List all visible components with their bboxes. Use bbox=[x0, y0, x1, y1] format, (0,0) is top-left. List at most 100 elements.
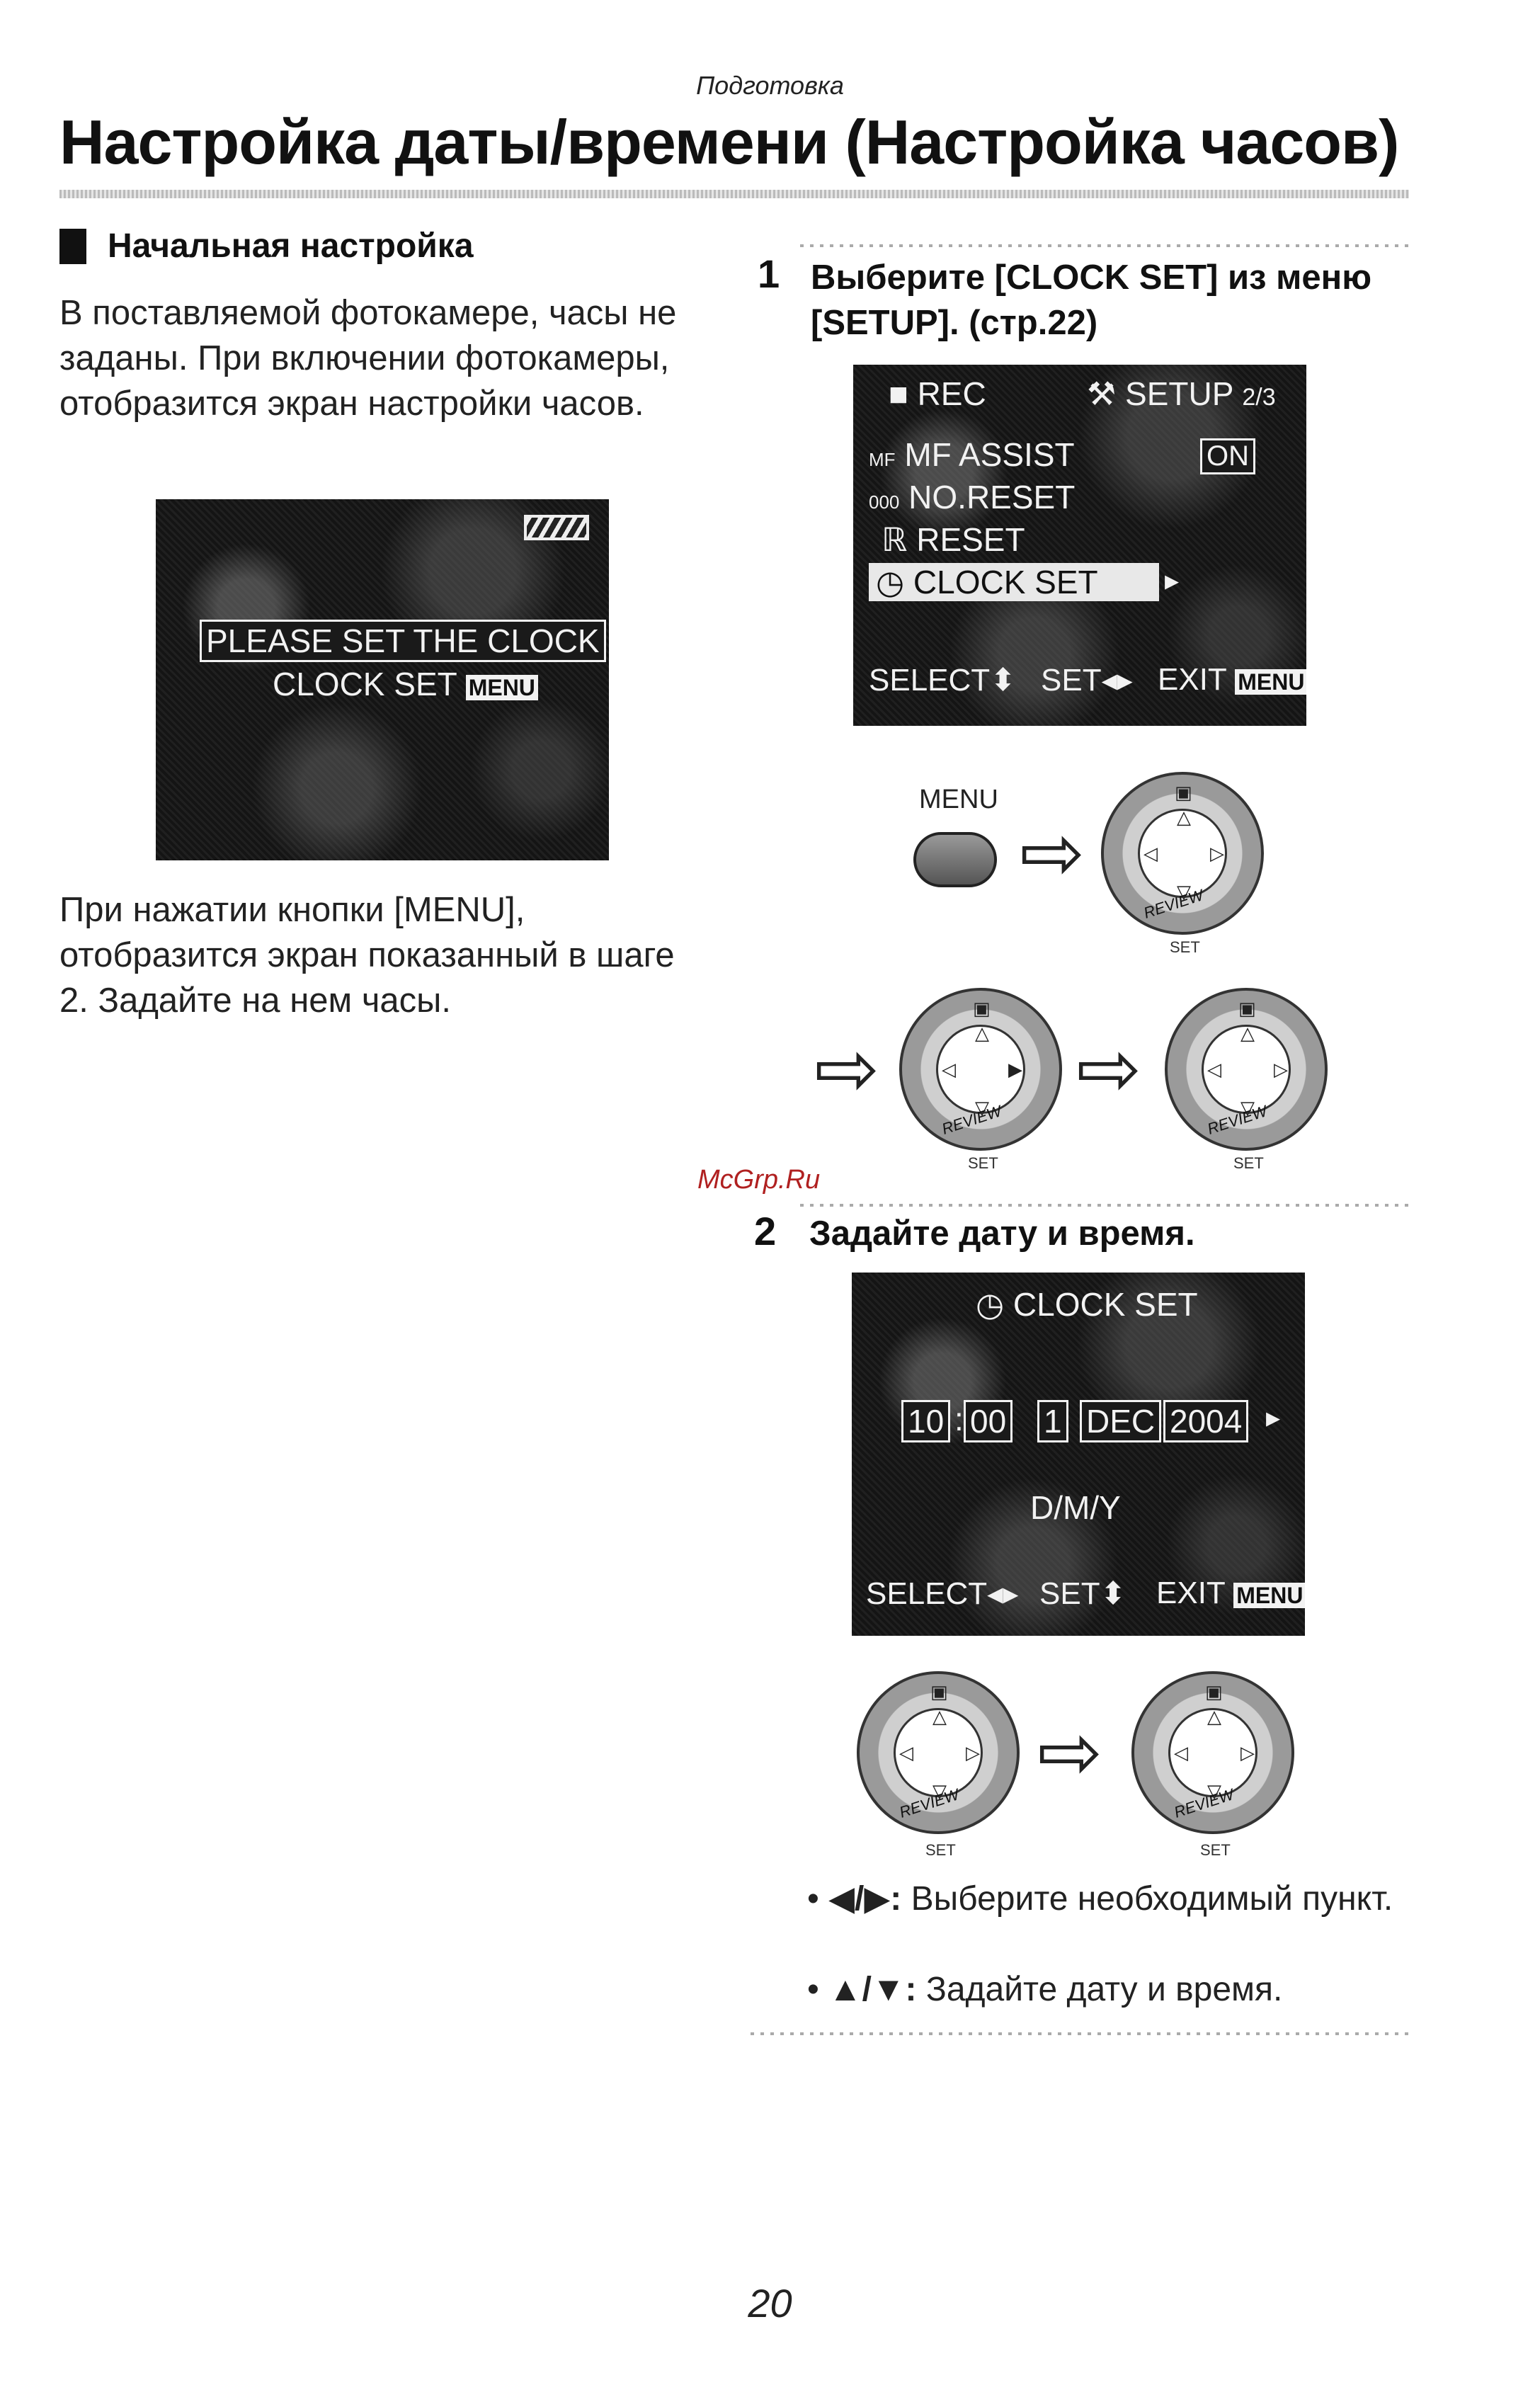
footer-set: SET⬍ bbox=[1039, 1576, 1127, 1611]
watermark: McGrp.Ru bbox=[697, 1165, 821, 1195]
clock-icon: ◷ bbox=[976, 1286, 1005, 1323]
down-arrow-icon: ▽ bbox=[1177, 881, 1191, 902]
counter-icon: 000 bbox=[869, 491, 900, 513]
section-label: Подготовка bbox=[696, 71, 844, 100]
tab-setup: ⚒ SETUP 2/3 bbox=[1087, 375, 1276, 412]
step1-divider bbox=[800, 244, 1409, 247]
mf-icon: MF bbox=[869, 449, 896, 470]
right-arrow-icon: ▷ bbox=[1240, 1742, 1255, 1763]
day-field: 1 bbox=[1037, 1400, 1068, 1442]
right-arrow-icon: ▷ bbox=[1210, 843, 1224, 864]
left-arrow-icon: ◁ bbox=[1174, 1742, 1188, 1763]
bullet-text: Выберите необходимый пункт. bbox=[911, 1880, 1393, 1918]
camera-icon: ■ bbox=[889, 375, 908, 412]
menu-item-no-reset: 000 NO.RESET bbox=[869, 479, 1076, 516]
down-arrow-icon: ▽ bbox=[1207, 1780, 1221, 1801]
right-arrow-icon: ▷ bbox=[1274, 1059, 1288, 1080]
set-label: SET bbox=[1233, 1154, 1264, 1172]
arrow-right-icon: ⇨ bbox=[1020, 809, 1085, 896]
bullet-keys: ▲/▼: bbox=[828, 1971, 917, 2008]
month-field: DEC bbox=[1080, 1400, 1162, 1442]
next-arrow-icon: ▸ bbox=[1266, 1402, 1281, 1433]
step2-divider bbox=[800, 1204, 1409, 1207]
menu-button-label: MENU bbox=[919, 785, 998, 814]
bullet-item: • ◀/▶: Выберите необходимый пункт. bbox=[807, 1880, 1393, 1918]
control-pad: ▣ △ ▽ ◁ ▷ REVIEW bbox=[1101, 772, 1264, 935]
footer-select: SELECT◂▸ bbox=[866, 1576, 1019, 1611]
control-pad: ▣ △ ▽ ◁ ▷ REVIEW bbox=[1131, 1671, 1294, 1834]
clock-icon: ◷ bbox=[876, 564, 905, 600]
down-arrow-icon: ▽ bbox=[975, 1097, 989, 1118]
title-divider bbox=[59, 190, 1409, 198]
minute-field: 00 bbox=[964, 1400, 1013, 1442]
page-title: Настройка даты/времени (Настройка часов) bbox=[59, 107, 1399, 177]
left-arrow-icon: ◁ bbox=[1143, 843, 1158, 864]
clock-set-label: CLOCK SET bbox=[273, 666, 457, 702]
arrow-right-icon: ⇨ bbox=[1037, 1709, 1103, 1796]
step1-number: 1 bbox=[758, 251, 780, 296]
up-arrow-icon: △ bbox=[975, 1023, 989, 1044]
menu-chip: MENU bbox=[465, 675, 538, 700]
clock-set-title: ◷ CLOCK SET bbox=[976, 1286, 1198, 1323]
set-label: SET bbox=[925, 1841, 956, 1859]
page-indicator: 2/3 bbox=[1242, 384, 1276, 411]
arrow-right-icon: ⇨ bbox=[1076, 1025, 1142, 1112]
hour-field: 10 bbox=[901, 1400, 951, 1442]
wb-icon: ▣ bbox=[1175, 782, 1192, 803]
footer-select: SELECT⬍ bbox=[869, 663, 1017, 698]
step2-text: Задайте дату и время. bbox=[809, 1214, 1195, 1253]
up-arrow-icon: △ bbox=[1240, 1023, 1255, 1044]
submenu-arrow-icon: ▸ bbox=[1165, 565, 1180, 596]
step2-number: 2 bbox=[754, 1209, 777, 1253]
arrow-right-icon: ⇨ bbox=[814, 1025, 880, 1112]
set-label: SET bbox=[1170, 938, 1200, 956]
up-arrow-icon: △ bbox=[1177, 807, 1191, 828]
wb-icon: ▣ bbox=[1238, 998, 1256, 1019]
step1-text: Выберите [CLOCK SET] из меню [SETUP]. (с… bbox=[811, 258, 1372, 342]
menu-button bbox=[913, 832, 997, 887]
left-arrow-icon: ◁ bbox=[1207, 1059, 1221, 1080]
wb-icon: ▣ bbox=[930, 1681, 948, 1702]
up-arrow-icon: △ bbox=[1207, 1706, 1221, 1727]
bullet-text: Задайте дату и время. bbox=[925, 1971, 1283, 2008]
footer-set: SET◂▸ bbox=[1041, 663, 1133, 698]
mf-assist-value: ON bbox=[1200, 438, 1255, 474]
date-format: D/M/Y bbox=[1030, 1489, 1121, 1526]
menu-item-clock-set: ◷ CLOCK SET bbox=[869, 563, 1159, 601]
right-arrow-icon: ▶ bbox=[1008, 1059, 1022, 1080]
menu-item-mf-assist: MF MF ASSIST bbox=[869, 436, 1075, 473]
bullet-item: • ▲/▼: Задайте дату и время. bbox=[807, 1971, 1283, 2008]
reset-icon: ℝ bbox=[882, 521, 908, 558]
set-label: SET bbox=[1200, 1841, 1231, 1859]
left-arrow-icon: ◁ bbox=[942, 1059, 956, 1080]
subheading: Начальная настройка bbox=[59, 227, 474, 266]
up-down-icon: ⬍ bbox=[1100, 1576, 1127, 1611]
left-arrow-icon: ◁ bbox=[899, 1742, 913, 1763]
control-pad: ▣ △ ▽ ◁ ▷ REVIEW bbox=[1165, 988, 1328, 1151]
page-number: 20 bbox=[748, 2281, 792, 2326]
after-paragraph: При нажатии кнопки [MENU], отобразится э… bbox=[59, 891, 675, 1020]
bottom-divider bbox=[751, 2032, 1409, 2035]
down-arrow-icon: ▽ bbox=[932, 1780, 947, 1801]
clock-set-prompt: CLOCK SET MENU bbox=[273, 665, 538, 703]
time-separator: : bbox=[954, 1401, 964, 1438]
right-arrow-icon: ▷ bbox=[966, 1742, 980, 1763]
year-field: 2004 bbox=[1163, 1400, 1249, 1442]
up-down-icon: ⬍ bbox=[990, 663, 1017, 698]
wb-icon: ▣ bbox=[1205, 1681, 1223, 1702]
menu-item-reset: ℝ RESET bbox=[882, 521, 1025, 558]
clock-set-screen: ◷ CLOCK SET 10 : 00 1 DEC 2004 ▸ D/M/Y S… bbox=[852, 1273, 1305, 1636]
up-arrow-icon: △ bbox=[932, 1706, 947, 1727]
tab-rec: ■ REC bbox=[889, 375, 986, 412]
wrench-icon: ⚒ bbox=[1087, 375, 1117, 412]
initial-clock-screen: PLEASE SET THE CLOCK CLOCK SET MENU bbox=[156, 499, 609, 860]
left-right-icon: ◂▸ bbox=[1101, 663, 1133, 698]
setup-menu-screen: ■ REC ⚒ SETUP 2/3 MF MF ASSIST ON 000 NO… bbox=[853, 365, 1306, 726]
set-label: SET bbox=[968, 1154, 998, 1172]
intro-paragraph: В поставляемой фотокамере, часы не задан… bbox=[59, 294, 677, 423]
down-arrow-icon: ▽ bbox=[1240, 1097, 1255, 1118]
bullet-keys: ◀/▶: bbox=[828, 1880, 902, 1918]
subheading-text: Начальная настройка bbox=[108, 227, 474, 265]
control-pad: ▣ △ ▽ ◁ ▷ REVIEW bbox=[857, 1671, 1020, 1834]
please-set-clock-text: PLEASE SET THE CLOCK bbox=[200, 620, 606, 662]
